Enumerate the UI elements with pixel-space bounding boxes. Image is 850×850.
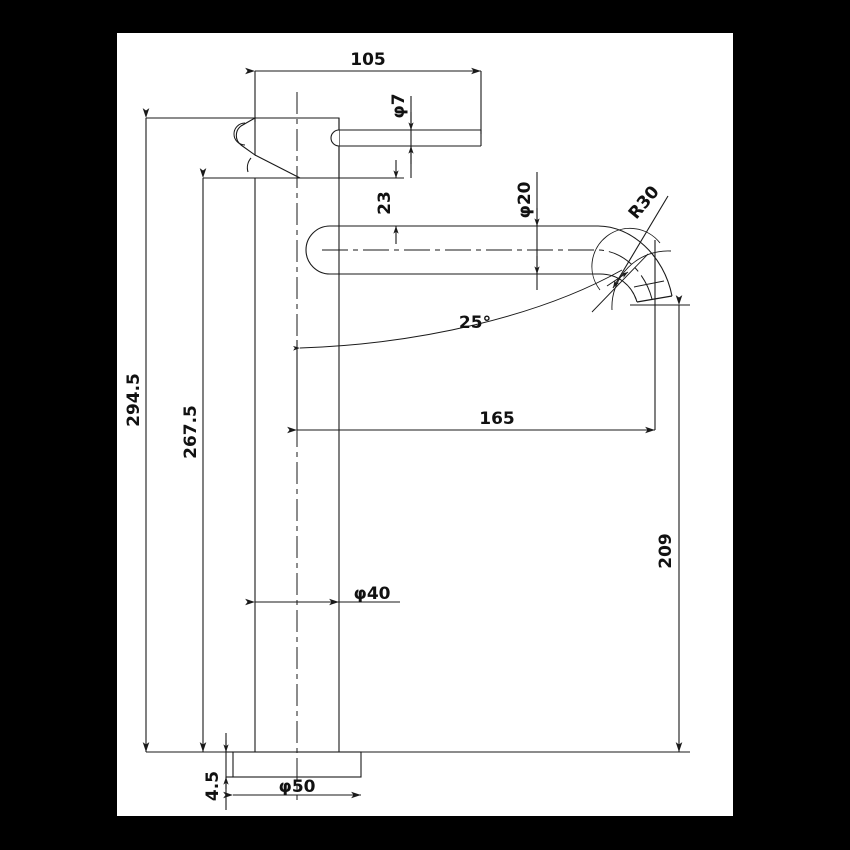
dimension-label-105: 105 <box>350 50 386 70</box>
dimension-294-5 <box>142 108 258 753</box>
dimension-label-267-5: 267.5 <box>181 405 201 459</box>
dimension-text-layer: 105 φ7 23 φ20 R30 25° 165 209 294.5 267.… <box>124 50 676 801</box>
dimension-105 <box>245 67 482 134</box>
dimension-267-5 <box>199 168 258 753</box>
dimension-label-294-5: 294.5 <box>124 373 144 427</box>
lever-arm-outline <box>330 129 482 147</box>
dimension-label-25deg: 25° <box>459 313 491 333</box>
dimension-165 <box>287 240 656 434</box>
dimension-4-5 <box>223 733 233 810</box>
dimension-label-phi20: φ20 <box>515 181 535 218</box>
dimension-label-phi40: φ40 <box>354 584 391 604</box>
dimension-label-209: 209 <box>656 533 676 569</box>
dimension-23 <box>330 160 404 244</box>
drawing-sheet <box>117 33 733 816</box>
spout-outline <box>305 225 673 303</box>
dimension-label-r30: R30 <box>625 182 664 223</box>
dimension-label-phi50: φ50 <box>279 777 316 797</box>
dimension-label-23: 23 <box>375 191 395 215</box>
dimension-label-165: 165 <box>479 409 515 429</box>
dimension-label-phi7: φ7 <box>389 93 409 118</box>
handle-head-outline <box>233 117 340 179</box>
dimension-25deg <box>292 269 629 351</box>
dimension-209 <box>361 295 690 753</box>
dimension-label-4-5: 4.5 <box>203 771 223 801</box>
